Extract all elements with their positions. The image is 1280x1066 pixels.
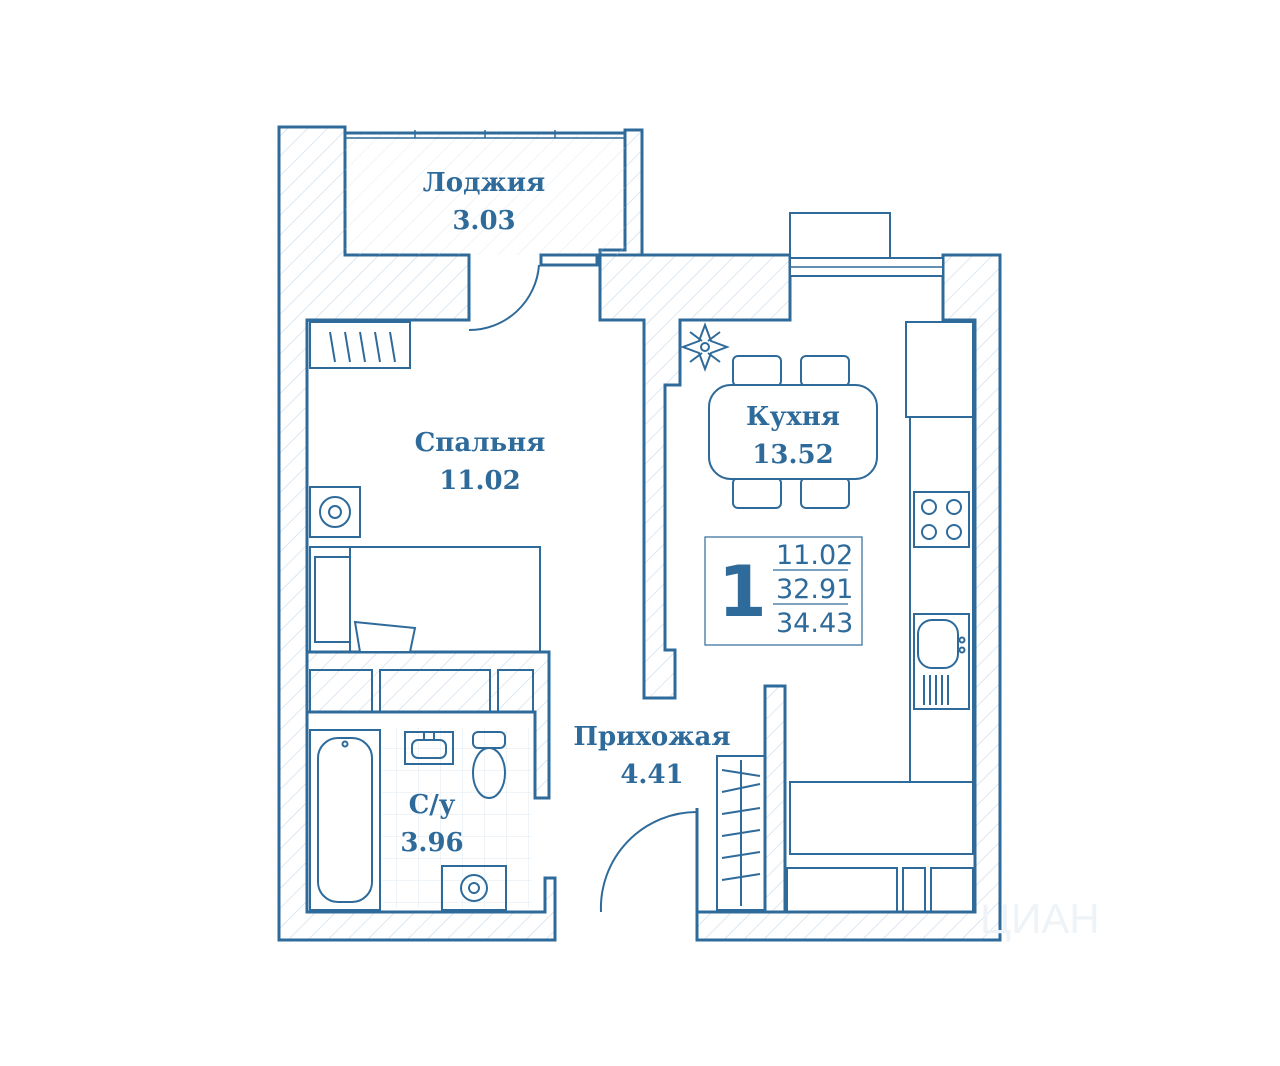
room-area: 11.02 [439,466,521,496]
dining-table [708,355,878,509]
plant-icon [680,322,730,372]
balcony-door [539,253,599,267]
bedside-table [309,486,361,538]
wall-bed-bath [305,650,551,800]
room-area: 13.52 [752,440,834,470]
watermark: ЦИАН [980,895,1100,942]
washing-machine [441,865,507,911]
summary-box [704,536,863,646]
bed [309,546,541,653]
room-label-bedroom: Спальня 11.02 [380,424,580,500]
total-area: 32.91 [776,574,854,605]
storage-row [309,669,534,713]
room-name: С/у [408,790,456,820]
living-area: 11.02 [776,540,854,571]
walls [277,125,1002,942]
entrance-door [599,808,699,913]
cooktop [913,491,970,548]
kitchen-window [789,212,944,277]
toilet-bowl [472,747,506,799]
room-label-hallway: Прихожая 4.41 [552,718,752,794]
bathroom [309,728,532,911]
hall-wardrobe [716,755,766,911]
room-name: Лоджия [422,168,546,198]
bathtub [309,729,381,911]
loggia [345,130,625,332]
room-area: 3.03 [452,206,516,236]
room-area: 3.96 [400,828,464,858]
wardrobe [309,321,411,369]
washbasin [404,731,454,765]
room-label-kitchen: Кухня 13.52 [693,398,893,474]
kitchen-sink [913,613,970,710]
rooms-count: 1 [718,551,767,633]
room-label-loggia: Лоджия 3.03 [384,164,584,240]
room-name: Кухня [745,402,841,432]
room-area: 4.41 [620,760,684,790]
room-name: Спальня [414,428,546,458]
kitchen-furniture [786,321,974,913]
wall-kitchen-hall [763,684,787,914]
total-area-with-loggia: 34.43 [776,608,854,639]
door-swing [468,264,540,332]
wall-central [598,253,792,700]
room-name: Прихожая [573,722,731,752]
room-label-bathroom: С/у 3.96 [332,786,532,862]
